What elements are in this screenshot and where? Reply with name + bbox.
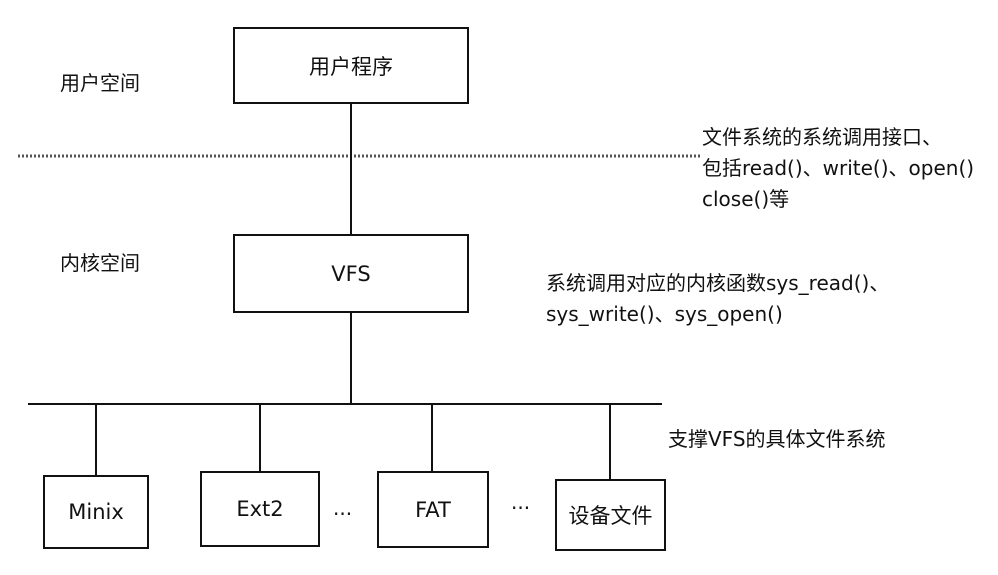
vfs-label: VFS	[331, 261, 371, 286]
kernel-space-label: 内核空间	[60, 251, 140, 275]
ext2-label: Ext2	[236, 497, 284, 521]
syscall-interface-note-line-1: 文件系统的系统调用接口、	[702, 125, 942, 149]
fat-label: FAT	[415, 497, 451, 522]
user-program-label: 用户程序	[309, 54, 393, 79]
device-file-label: 设备文件	[568, 504, 653, 528]
syscall-interface-note-line-2: 包括read()、write()、open()	[702, 156, 975, 180]
ext2-box: Ext2	[200, 471, 320, 547]
concrete-fs-note: 支撑VFS的具体文件系统	[668, 427, 886, 451]
device-file-box: 设备文件	[555, 479, 666, 551]
kernel-functions-note-line-2: sys_write()、sys_open()	[546, 302, 783, 326]
fat-box: FAT	[377, 471, 489, 548]
user-program-box: 用户程序	[233, 27, 469, 104]
ellipsis-2: ...	[511, 490, 531, 514]
ellipsis-1: ...	[333, 496, 353, 520]
kernel-functions-note-line-1: 系统调用对应的内核函数sys_read()、	[546, 271, 890, 295]
syscall-interface-note-line-3: close()等	[702, 187, 790, 211]
user-space-label: 用户空间	[60, 71, 140, 95]
minix-box: Minix	[43, 475, 149, 549]
vfs-box: VFS	[233, 234, 469, 313]
minix-label: Minix	[68, 500, 124, 524]
